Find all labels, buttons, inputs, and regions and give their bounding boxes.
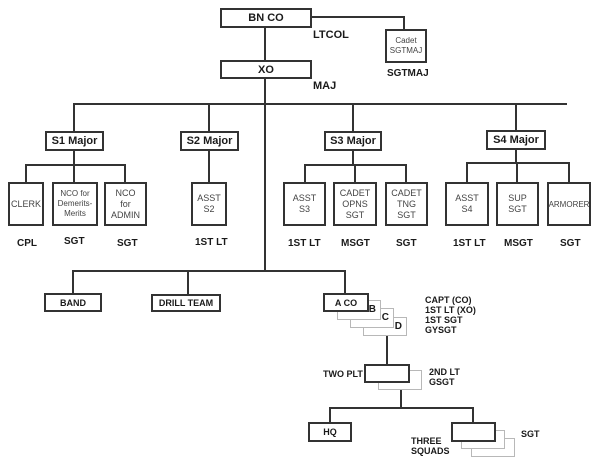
connector-s3-a — [304, 164, 306, 183]
sgtmaj-box[interactable]: Cadet SGTMAJ — [385, 29, 427, 63]
hq-box[interactable]: HQ — [308, 422, 352, 442]
connector-s3-down — [352, 150, 354, 165]
connector-staff-bar — [73, 103, 567, 105]
connector-units-bar — [72, 270, 346, 272]
connector-s2-down — [208, 150, 210, 183]
connector-s4-b — [516, 162, 518, 183]
nco-demerits-box[interactable]: NCO for Demerits- Merits — [52, 182, 98, 226]
squads-label: THREE SQUADS — [411, 436, 450, 456]
s1-box[interactable]: S1 Major — [45, 131, 104, 151]
asst-s4-box[interactable]: ASST S4 — [445, 182, 489, 226]
connector-bnco-sgtmaj-v — [403, 16, 405, 30]
xo-box[interactable]: XO — [220, 60, 312, 79]
sup-sgt-box[interactable]: SUP SGT — [496, 182, 539, 226]
sgtmaj-rank: SGTMAJ — [387, 68, 429, 79]
connector-s3 — [352, 103, 354, 132]
connector-s1 — [73, 103, 75, 132]
asst-s2-box[interactable]: ASST S2 — [191, 182, 227, 226]
cadet-tng-sgt-box[interactable]: CADET TNG SGT — [385, 182, 428, 226]
connector-s1-c — [124, 164, 126, 183]
connector-s1-b — [73, 164, 75, 183]
nco-admin-rank: SGT — [117, 238, 138, 249]
connector-co-plt — [386, 335, 388, 365]
cadet-opns-sgt-rank: MSGT — [341, 238, 370, 249]
connector-s2 — [208, 103, 210, 132]
company-b-label: B — [368, 304, 376, 315]
connector-s1-bar — [25, 164, 126, 166]
armorer-rank: SGT — [560, 238, 581, 249]
connector-s4-down — [515, 149, 517, 163]
s3-box[interactable]: S3 Major — [324, 131, 382, 151]
company-a-box[interactable]: A CO — [323, 293, 369, 312]
connector-s1-a — [25, 164, 27, 183]
company-ranks: CAPT (CO) 1ST LT (XO) 1ST SGT GYSGT — [425, 295, 476, 335]
connector-xo-trunk — [264, 78, 266, 272]
band-box[interactable]: BAND — [44, 293, 102, 312]
company-c-label: C — [381, 312, 389, 323]
s4-box[interactable]: S4 Major — [486, 130, 546, 150]
bn-co-box[interactable]: BN CO — [220, 8, 312, 28]
s2-box[interactable]: S2 Major — [180, 131, 239, 151]
cadet-opns-sgt-box[interactable]: CADET OPNS SGT — [333, 182, 377, 226]
squads-rank: SGT — [521, 429, 540, 439]
cadet-tng-sgt-rank: SGT — [396, 238, 417, 249]
connector-hq — [329, 407, 331, 423]
armorer-box[interactable]: ARMORER — [547, 182, 591, 226]
platoon-box[interactable] — [364, 364, 410, 383]
clerk-rank: CPL — [17, 238, 37, 249]
sup-sgt-rank: MSGT — [504, 238, 533, 249]
nco-admin-box[interactable]: NCO for ADMIN — [104, 182, 147, 226]
connector-s4-bar — [466, 162, 570, 164]
asst-s4-rank: 1ST LT — [453, 238, 486, 249]
squad-box[interactable] — [451, 422, 496, 442]
connector-s4-c — [568, 162, 570, 183]
connector-aco — [344, 270, 346, 294]
asst-s3-box[interactable]: ASST S3 — [283, 182, 326, 226]
connector-s3-b — [354, 164, 356, 183]
platoon-ranks: 2ND LT GSGT — [429, 367, 460, 387]
connector-s4 — [515, 103, 517, 131]
bn-co-rank: LTCOL — [313, 29, 349, 41]
platoon-label: TWO PLT — [323, 369, 363, 379]
asst-s2-rank: 1ST LT — [195, 237, 228, 248]
connector-drill — [187, 270, 189, 295]
connector-s1-down — [73, 150, 75, 165]
nco-demerits-rank: SGT — [64, 236, 85, 247]
connector-s3-c — [405, 164, 407, 183]
company-d-label: D — [394, 321, 402, 332]
clerk-box[interactable]: CLERK — [8, 182, 44, 226]
connector-plt-bar — [329, 407, 474, 409]
connector-plt-down — [400, 389, 402, 409]
connector-bnco-sgtmaj-h — [311, 16, 405, 18]
connector-bnco-xo — [264, 27, 266, 61]
connector-s4-a — [466, 162, 468, 183]
connector-squads — [472, 407, 474, 423]
xo-rank: MAJ — [313, 80, 337, 92]
connector-band — [72, 270, 74, 294]
drill-team-box[interactable]: DRILL TEAM — [151, 294, 221, 312]
asst-s3-rank: 1ST LT — [288, 238, 321, 249]
